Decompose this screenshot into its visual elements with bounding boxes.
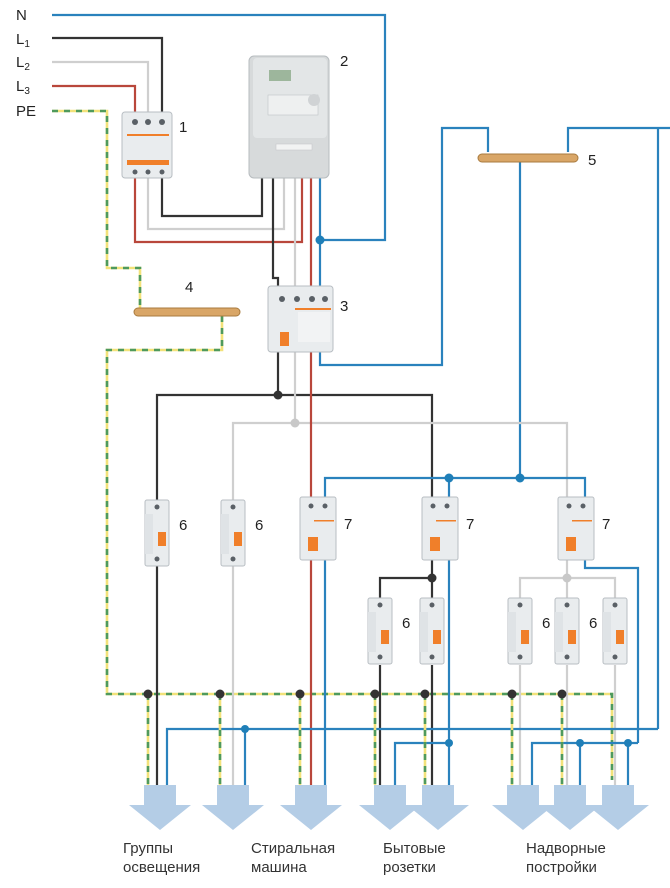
- output-arrows: [129, 785, 649, 830]
- junction-n-4: [241, 725, 249, 733]
- breaker-6: [419, 597, 445, 665]
- junction-l2: [290, 418, 300, 428]
- breaker-6: [367, 597, 393, 665]
- wire-l2-sub: [518, 560, 569, 598]
- group-outbuildings-line1: Надворные: [526, 840, 606, 857]
- label-l3: L3: [16, 78, 30, 97]
- label-6: 6: [402, 615, 410, 632]
- label-3: 3: [340, 298, 348, 315]
- junction-pe: [420, 689, 430, 699]
- breaker-6: [144, 499, 170, 567]
- junction-l1-sub: [427, 573, 437, 583]
- junction-l1: [273, 390, 283, 400]
- rcd-3: [267, 285, 334, 353]
- wire-n-distribution: [323, 476, 587, 497]
- breaker-6: [554, 597, 580, 665]
- junction-pe: [295, 689, 305, 699]
- junction-pe: [507, 689, 517, 699]
- wire-l2-incoming: [52, 60, 150, 112]
- junction-n-2: [444, 473, 454, 483]
- wire-n-bus5-out: [566, 126, 670, 152]
- junction-n-7: [624, 739, 632, 747]
- wire-l1-incoming: [52, 36, 164, 112]
- junction-n: [315, 235, 325, 245]
- label-4: 4: [185, 279, 193, 296]
- wire-l1-meter-to-rcd: [271, 178, 280, 286]
- breaker-6: [602, 597, 628, 665]
- junction-n-5: [445, 739, 453, 747]
- label-5: 5: [588, 152, 596, 169]
- group-outbuildings-line2: постройки: [526, 859, 597, 876]
- rcbo-7: [299, 496, 337, 561]
- group-washer-line1: Стиральная: [251, 840, 335, 857]
- breakers-6: 6 6 6 6 6: [144, 499, 628, 665]
- group-sockets-line2: розетки: [383, 859, 436, 876]
- wire-n-lower-bus: [165, 727, 658, 785]
- label-n: N: [16, 7, 27, 24]
- wire-pe-main: [105, 316, 614, 780]
- output-arrow: [539, 785, 601, 830]
- group-washer-line2: машина: [251, 859, 307, 876]
- wire-l2-to-meter: [146, 178, 286, 231]
- wire-l1-to-meter: [160, 178, 264, 218]
- junction-pe: [143, 689, 153, 699]
- wire-pe-incoming: [52, 109, 142, 308]
- wire-l3-to-meter: [133, 178, 304, 244]
- label-6: 6: [179, 517, 187, 534]
- label-7: 7: [466, 516, 474, 533]
- breaker-1: [121, 111, 173, 179]
- label-2: 2: [340, 53, 348, 70]
- label-6: 6: [255, 517, 263, 534]
- label-l1: L1: [16, 31, 30, 50]
- label-7: 7: [602, 516, 610, 533]
- busbar-pe-4: [133, 307, 241, 317]
- junction-pe: [215, 689, 225, 699]
- junction-pe: [557, 689, 567, 699]
- group-lighting-line2: освещения: [123, 859, 200, 876]
- label-l2: L2: [16, 54, 30, 73]
- wire-l3-incoming: [52, 84, 137, 112]
- wire-n-rcd-to-bus5: [318, 126, 490, 367]
- breaker-6: [220, 499, 246, 567]
- wire-n-incoming: [52, 13, 387, 242]
- rcbos-7: 7 7 7: [299, 496, 610, 561]
- output-arrow: [407, 785, 469, 830]
- junction-l2-sub: [562, 573, 572, 583]
- group-sockets-line1: Бытовые: [383, 840, 446, 857]
- output-arrow: [587, 785, 649, 830]
- output-arrow: [202, 785, 264, 830]
- rcbo-7: [557, 496, 595, 561]
- meter-2: [248, 55, 330, 179]
- output-arrow: [492, 785, 554, 830]
- group-lighting-line1: Группы: [123, 840, 173, 857]
- output-arrow: [129, 785, 191, 830]
- label-6: 6: [589, 615, 597, 632]
- wire-l1-sub: [378, 560, 434, 598]
- wire-l2-distribution: [231, 421, 569, 500]
- pe-drops: [143, 689, 567, 785]
- junction-n-6: [576, 739, 584, 747]
- label-1: 1: [179, 119, 187, 136]
- junction-pe: [370, 689, 380, 699]
- label-pe: PE: [16, 103, 36, 120]
- breaker-6: [507, 597, 533, 665]
- rcbo-7: [421, 496, 459, 561]
- label-7: 7: [344, 516, 352, 533]
- wire-l2-sub2: [567, 576, 617, 598]
- junction-n-3: [515, 473, 525, 483]
- label-6: 6: [542, 615, 550, 632]
- output-arrow: [359, 785, 421, 830]
- output-arrow: [280, 785, 342, 830]
- busbar-n-5: [477, 153, 579, 163]
